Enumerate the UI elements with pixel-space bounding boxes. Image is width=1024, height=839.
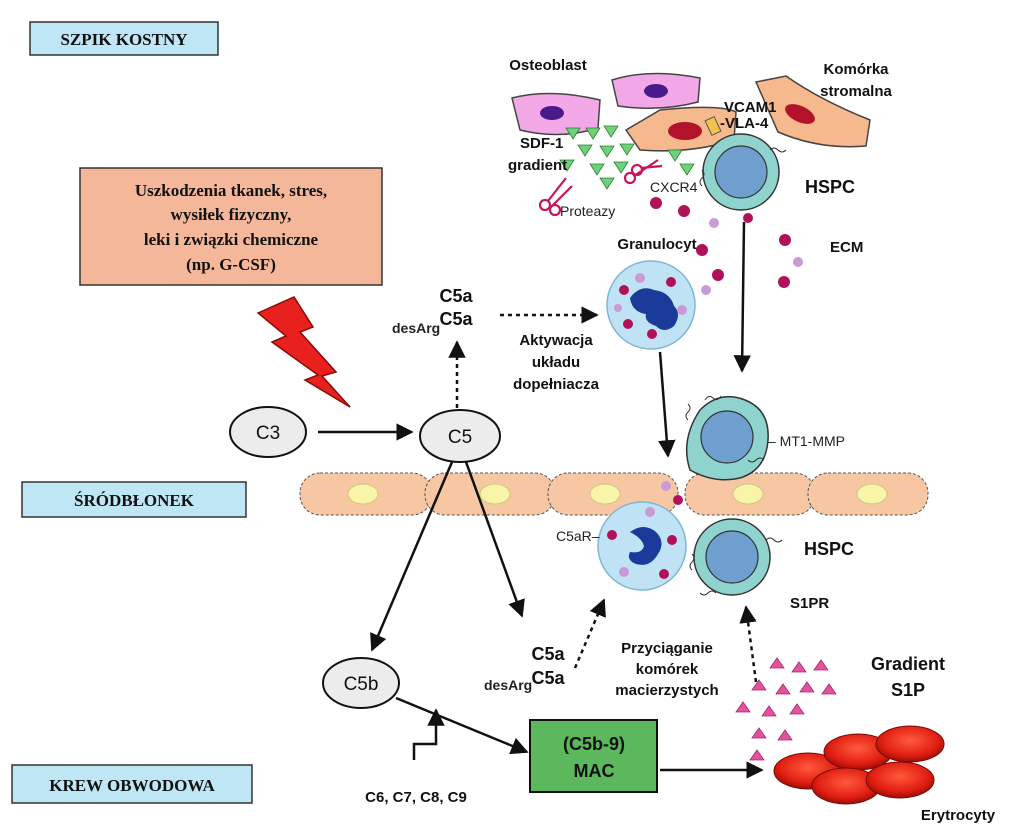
granulocyte-bottom-cell: [597, 481, 687, 591]
mac-line-1: (C5b-9): [563, 734, 625, 754]
granulocyte-label: Granulocyt: [617, 236, 696, 253]
attraction-line-1: Przyciąganie: [621, 640, 713, 657]
desarg-bottom-label: desArg: [484, 677, 532, 693]
activation-line-2: układu: [532, 354, 580, 371]
c5a-top2-label: C5a: [439, 309, 473, 329]
hspc-bottom-label: HSPC: [804, 539, 854, 559]
sdf1-label-2: gradient: [508, 157, 567, 174]
stress-line-1: Uszkodzenia tkanek, stres,: [135, 181, 327, 200]
node-c3: C3: [229, 406, 307, 458]
lightning-icon: [256, 296, 351, 408]
c5a-bottom-label: C5a: [531, 644, 565, 664]
stromal-label-2: stromalna: [820, 83, 892, 100]
attraction-line-3: macierzystych: [615, 682, 718, 699]
node-c5-label: C5: [448, 427, 472, 448]
activation-line-3: dopełniacza: [513, 376, 600, 393]
zone-bone-marrow: SZPIK KOSTNY: [29, 21, 219, 56]
node-mac: (C5b-9) MAC: [529, 719, 658, 793]
node-c5: C5: [419, 409, 501, 463]
s1pr-label: S1PR: [790, 595, 829, 612]
osteoblast-label: Osteoblast: [509, 57, 587, 74]
arrow-c6c9: [412, 708, 445, 760]
hspc-bottom-cell: [689, 518, 783, 596]
stromal-label-1: Komórka: [823, 61, 889, 78]
stromal-cell: [754, 75, 871, 148]
zone-endothelium-label: ŚRÓDBŁONEK: [74, 491, 195, 510]
erythrocytes-label: Erytrocyty: [921, 807, 996, 824]
node-c5b: C5b: [322, 657, 400, 709]
c5a-bottom2-label: C5a: [531, 668, 565, 688]
arrow-granulocyte-down: [658, 351, 676, 458]
granules-top: [650, 197, 803, 295]
granulocyte-top-cell: [606, 260, 696, 350]
mac-line-2: MAC: [574, 761, 615, 781]
endothelium-layer: [299, 472, 929, 516]
zone-peripheral-blood-label: KREW OBWODOWA: [49, 776, 215, 795]
stress-line-2: wysiłek fizyczny,: [171, 205, 292, 224]
gradient-label-1: Gradient: [871, 654, 945, 674]
activation-line-1: Aktywacja: [519, 332, 593, 349]
stress-line-4: (np. G-CSF): [186, 255, 276, 274]
attraction-line-2: komórek: [636, 661, 699, 678]
sdf1-triangles: [559, 125, 695, 190]
sdf1-label-1: SDF-1: [520, 135, 563, 152]
arrows: [318, 221, 764, 779]
cxcr4-label: CXCR4: [650, 179, 698, 195]
stress-box: Uszkodzenia tkanek, stres, wysiłek fizyc…: [79, 167, 383, 286]
arrow-s1p-hspc: [739, 605, 758, 683]
stress-line-3: leki i związki chemiczne: [144, 230, 319, 249]
zone-bone-marrow-label: SZPIK KOSTNY: [60, 30, 187, 49]
hspc-top-cell: [699, 133, 787, 211]
node-c5b-label: C5b: [344, 674, 379, 695]
scissors-icon: [538, 159, 663, 217]
gradient-label-2: S1P: [891, 680, 925, 700]
arrow-c5-c5b: [370, 461, 454, 652]
hspc-transmigrating-cell: [685, 395, 769, 481]
vcam1-label: VCAM1: [724, 99, 777, 116]
proteases-label: Proteazy: [560, 203, 615, 219]
vla4-label: -VLA-4: [720, 115, 769, 132]
arrow-c5-c5a-bottom: [464, 461, 525, 618]
c5a-top-label: C5a: [439, 286, 473, 306]
c6-c9-label: C6, C7, C8, C9: [365, 789, 467, 806]
node-c3-label: C3: [256, 423, 280, 444]
arrow-hspc-down: [733, 221, 751, 373]
erythrocyte-cells: [773, 725, 945, 805]
s1p-triangles: [735, 657, 837, 761]
zone-endothelium: ŚRÓDBŁONEK: [21, 481, 247, 518]
c5ar-label: C5aR–: [556, 528, 600, 544]
arrow-c5a-attraction: [573, 598, 606, 669]
hspc-top-label: HSPC: [805, 177, 855, 197]
mt1mmp-label: – MT1-MMP: [768, 433, 845, 449]
desarg-top-label: desArg: [392, 320, 440, 336]
zone-peripheral-blood: KREW OBWODOWA: [11, 764, 253, 804]
ecm-label: ECM: [830, 239, 863, 256]
arrow-c5b-mac: [395, 696, 529, 755]
